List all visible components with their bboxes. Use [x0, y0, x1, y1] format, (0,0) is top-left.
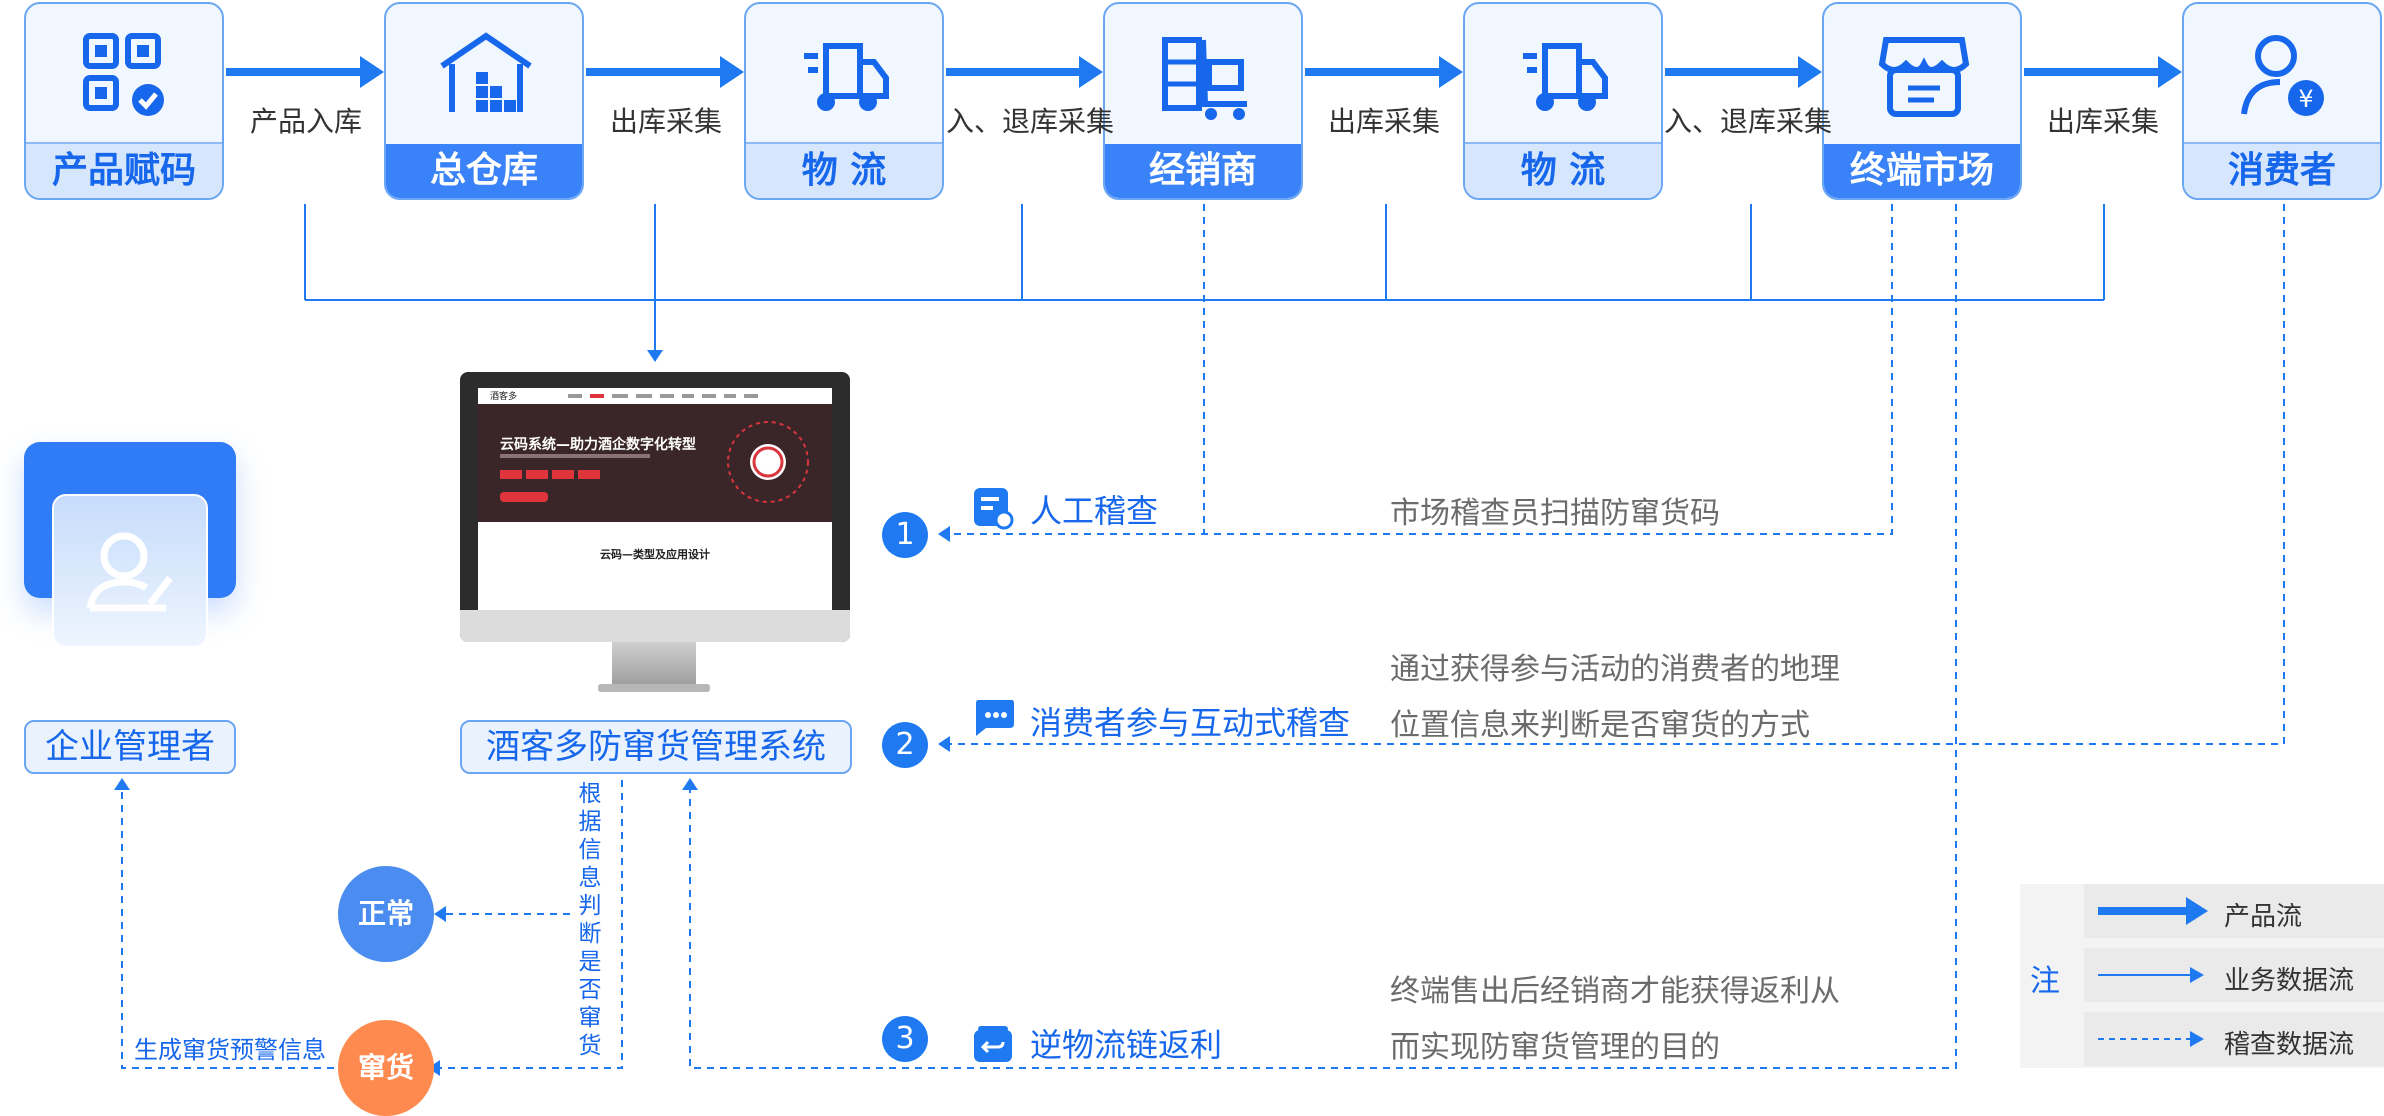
- check-desc: 通过获得参与活动的消费者的地理: [1390, 652, 1840, 687]
- store-icon: [1878, 37, 1970, 117]
- truck-icon: [804, 43, 889, 111]
- node-label: 总仓库: [386, 144, 582, 198]
- qr-code-icon: [83, 33, 164, 116]
- screen-navbar: 酒客多: [478, 388, 832, 404]
- node-label: 消费者: [2184, 142, 2380, 198]
- check-title: 逆物流链返利: [1030, 1026, 1223, 1064]
- check-desc: 终端售出后经销商才能获得返利从: [1390, 974, 1840, 1009]
- legend-label: 稽查数据流: [2224, 1030, 2355, 1060]
- node-terminal-market: 终端市场: [1822, 2, 2022, 200]
- screen-hero: 酒客多 云码系统—助力酒企数字化转型: [478, 388, 832, 522]
- screen-nav-items: [568, 394, 758, 398]
- screen-brand: 酒客多: [490, 392, 518, 402]
- legend-label: 产品流: [2224, 902, 2303, 932]
- node-logistics-1: 物 流: [744, 2, 944, 200]
- svg-text:¥: ¥: [2298, 85, 2313, 113]
- flow-label: 出库采集: [610, 105, 723, 138]
- warehouse-icon: [440, 32, 532, 112]
- check-number: 1: [882, 512, 928, 558]
- node-label: 经销商: [1105, 144, 1301, 198]
- node-dealer: 经销商: [1103, 2, 1303, 200]
- legend: 注 产品流 业务数据流 稽查数据流: [2020, 884, 2384, 1068]
- legend-item-business-data: 业务数据流: [2084, 948, 2384, 1002]
- check-desc: 位置信息来判断是否窜货的方式: [1390, 708, 1810, 743]
- flow-label: 出库采集: [2047, 105, 2160, 138]
- monitor-stand: [612, 642, 696, 686]
- manager-label: 企业管理者: [24, 720, 236, 774]
- thin-arrow-icon: [2098, 967, 2204, 983]
- flow-label: 入、退库采集: [1664, 105, 1833, 138]
- flow-label: 出库采集: [1328, 105, 1441, 138]
- node-label: 物 流: [1465, 142, 1661, 198]
- node-label: 终端市场: [1824, 144, 2020, 198]
- monitor-base: [598, 684, 710, 692]
- check-number: 2: [882, 722, 928, 768]
- monitor-chin: [460, 610, 850, 642]
- check-desc: 市场稽查员扫描防窜货码: [1390, 496, 1720, 531]
- screen-hero-title: 云码系统—助力酒企数字化转型: [500, 437, 696, 453]
- dashed-arrow-icon: [2098, 1031, 2204, 1047]
- node-label: 产品赋码: [26, 142, 222, 198]
- node-consumer: ¥ 消费者: [2182, 2, 2382, 200]
- fleeing-result: 窜货: [338, 1020, 434, 1116]
- flow-label: 产品入库: [250, 105, 363, 138]
- normal-result: 正常: [338, 866, 434, 962]
- system-monitor: 酒客多 云码系统—助力酒企数字化转型 云码—类型及应用设计: [460, 372, 850, 642]
- node-main-warehouse: 总仓库: [384, 2, 584, 200]
- manager-panel: [52, 494, 208, 648]
- flow-label: 入、退库采集: [946, 105, 1115, 138]
- judge-text: 根据信息判断是否窜货: [578, 781, 602, 1059]
- chat-icon: [976, 700, 1014, 736]
- system-name-label: 酒客多防窜货管理系统: [460, 720, 852, 774]
- legend-note: 注: [2030, 964, 2060, 999]
- inspection-data-lines: [121, 204, 2285, 1069]
- manager-icon: [86, 532, 173, 612]
- monitor-screen: 酒客多 云码系统—助力酒企数字化转型 云码—类型及应用设计: [478, 388, 832, 628]
- truck-icon: [1523, 43, 1608, 111]
- legend-item-product-flow: 产品流: [2084, 884, 2384, 938]
- check-title: 消费者参与互动式稽查: [1030, 704, 1351, 742]
- business-data-lines: [304, 204, 2105, 362]
- check-desc: 而实现防窜货管理的目的: [1390, 1030, 1720, 1065]
- legend-item-inspection-data: 稽查数据流: [2084, 1012, 2384, 1066]
- node-label: 物 流: [746, 142, 942, 198]
- node-product-coding: 产品赋码: [24, 2, 224, 200]
- dealer-cart-icon: [1162, 37, 1247, 120]
- warning-text: 生成窜货预警信息: [134, 1036, 326, 1064]
- consumer-icon: ¥: [2241, 35, 2324, 116]
- thick-arrow-icon: [2098, 897, 2208, 925]
- check-title: 人工稽查: [1030, 492, 1159, 530]
- return-icon: [974, 1026, 1012, 1062]
- doc-search-icon: [974, 488, 1014, 530]
- check-number: 3: [882, 1016, 928, 1062]
- screen-section-title: 云码—类型及应用设计: [600, 548, 710, 561]
- legend-label: 业务数据流: [2224, 966, 2355, 996]
- node-logistics-2: 物 流: [1463, 2, 1663, 200]
- screen-hero-graphic: [500, 421, 809, 503]
